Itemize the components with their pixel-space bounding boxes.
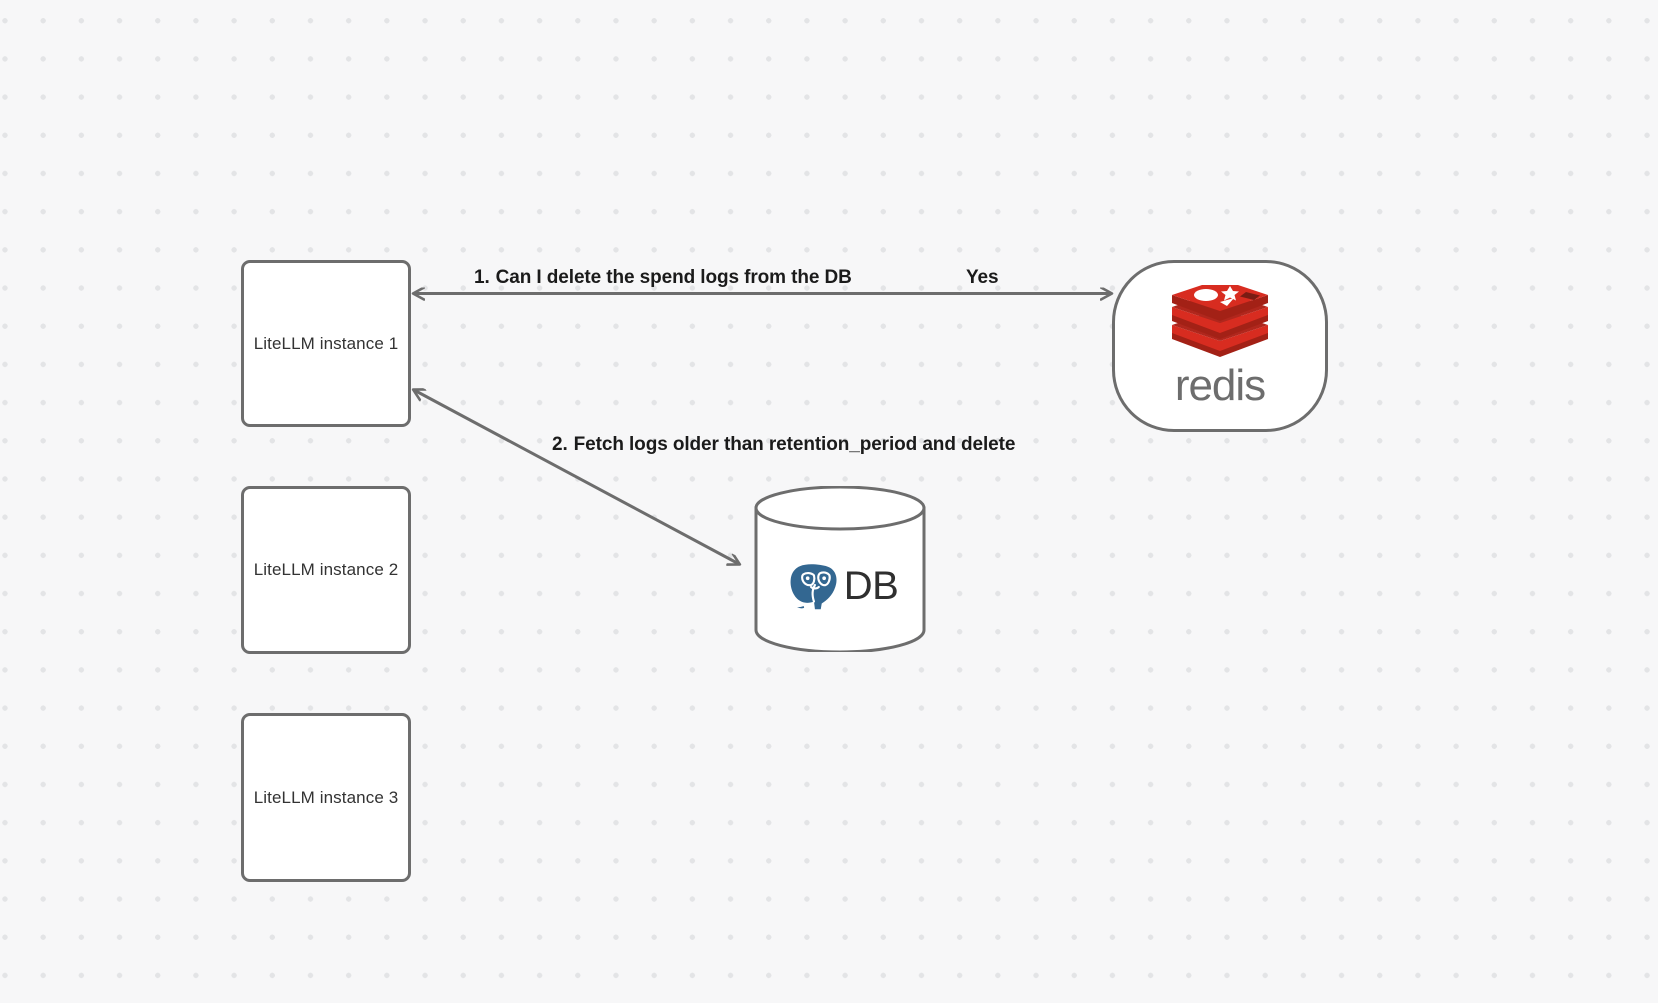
edge-label-reply-yes: Yes [966,267,999,289]
node-database[interactable]: DB [753,486,927,652]
db-content: DB [753,486,927,652]
node-label: LiteLLM instance 3 [253,787,399,807]
edge-label-text: Fetch logs older than retention_period a… [573,434,1016,455]
cylinder-shape [754,486,926,652]
node-label: LiteLLM instance 2 [253,560,399,579]
edge-label-number: 1. [474,267,490,288]
node-label: LiteLLM instance 1 [253,333,399,353]
node-litellm-instance-3[interactable]: LiteLLM instance 3 [241,713,411,882]
edge-line-fetch [414,390,739,564]
edge-label-question: 1.Can I delete the spend logs from the D… [474,267,852,289]
redis-logo-icon [1172,284,1268,357]
postgresql-elephant-icon [787,561,839,612]
reply-text: Yes [966,267,999,288]
db-label: DB [843,563,899,608]
node-redis[interactable]: redis [1112,260,1328,432]
edge-label-text: Can I delete the spend logs from the DB [495,267,852,288]
node-litellm-instance-1[interactable]: LiteLLM instance 1 [241,260,411,427]
edge-label-fetch: 2.Fetch logs older than retention_period… [552,434,1015,456]
edge-label-number: 2. [552,434,568,455]
node-litellm-instance-2[interactable]: LiteLLM instance 2 [241,486,411,654]
redis-wordmark: redis [1174,360,1266,410]
